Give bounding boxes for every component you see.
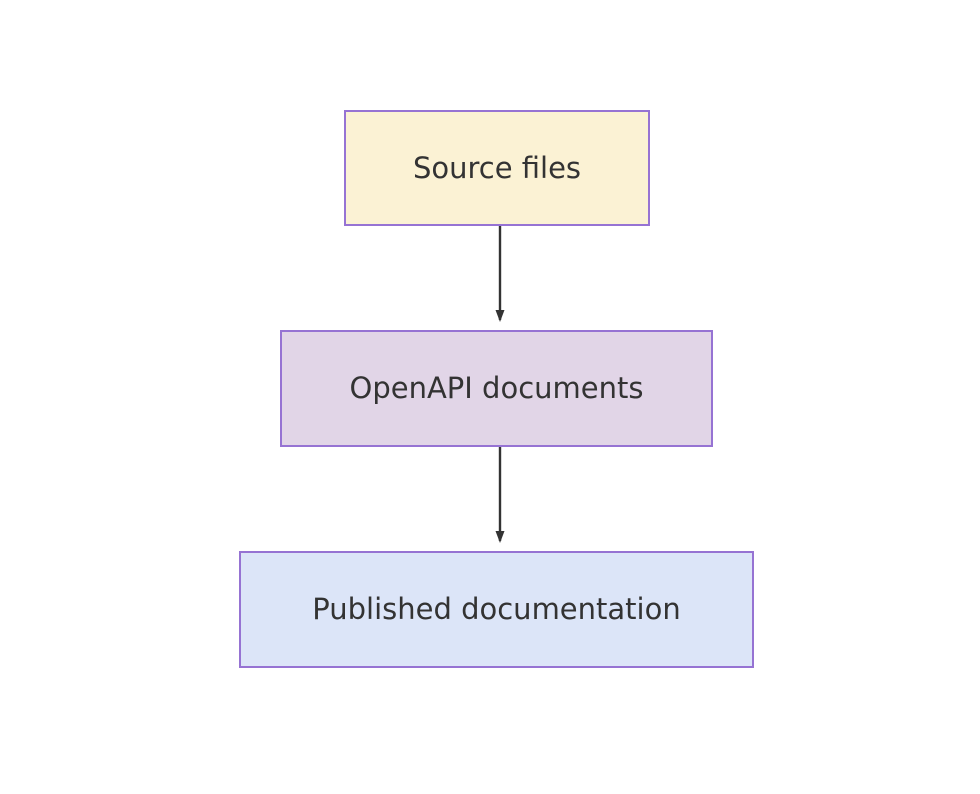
node-source-files[interactable]: Source files [344,110,650,226]
node-openapi-documents-label: OpenAPI documents [349,371,644,406]
node-source-files-label: Source files [412,150,582,185]
node-openapi-documents[interactable]: OpenAPI documents [280,330,713,447]
node-published-documentation-label: Published documentation [312,592,681,627]
node-published-documentation[interactable]: Published documentation [239,551,754,668]
